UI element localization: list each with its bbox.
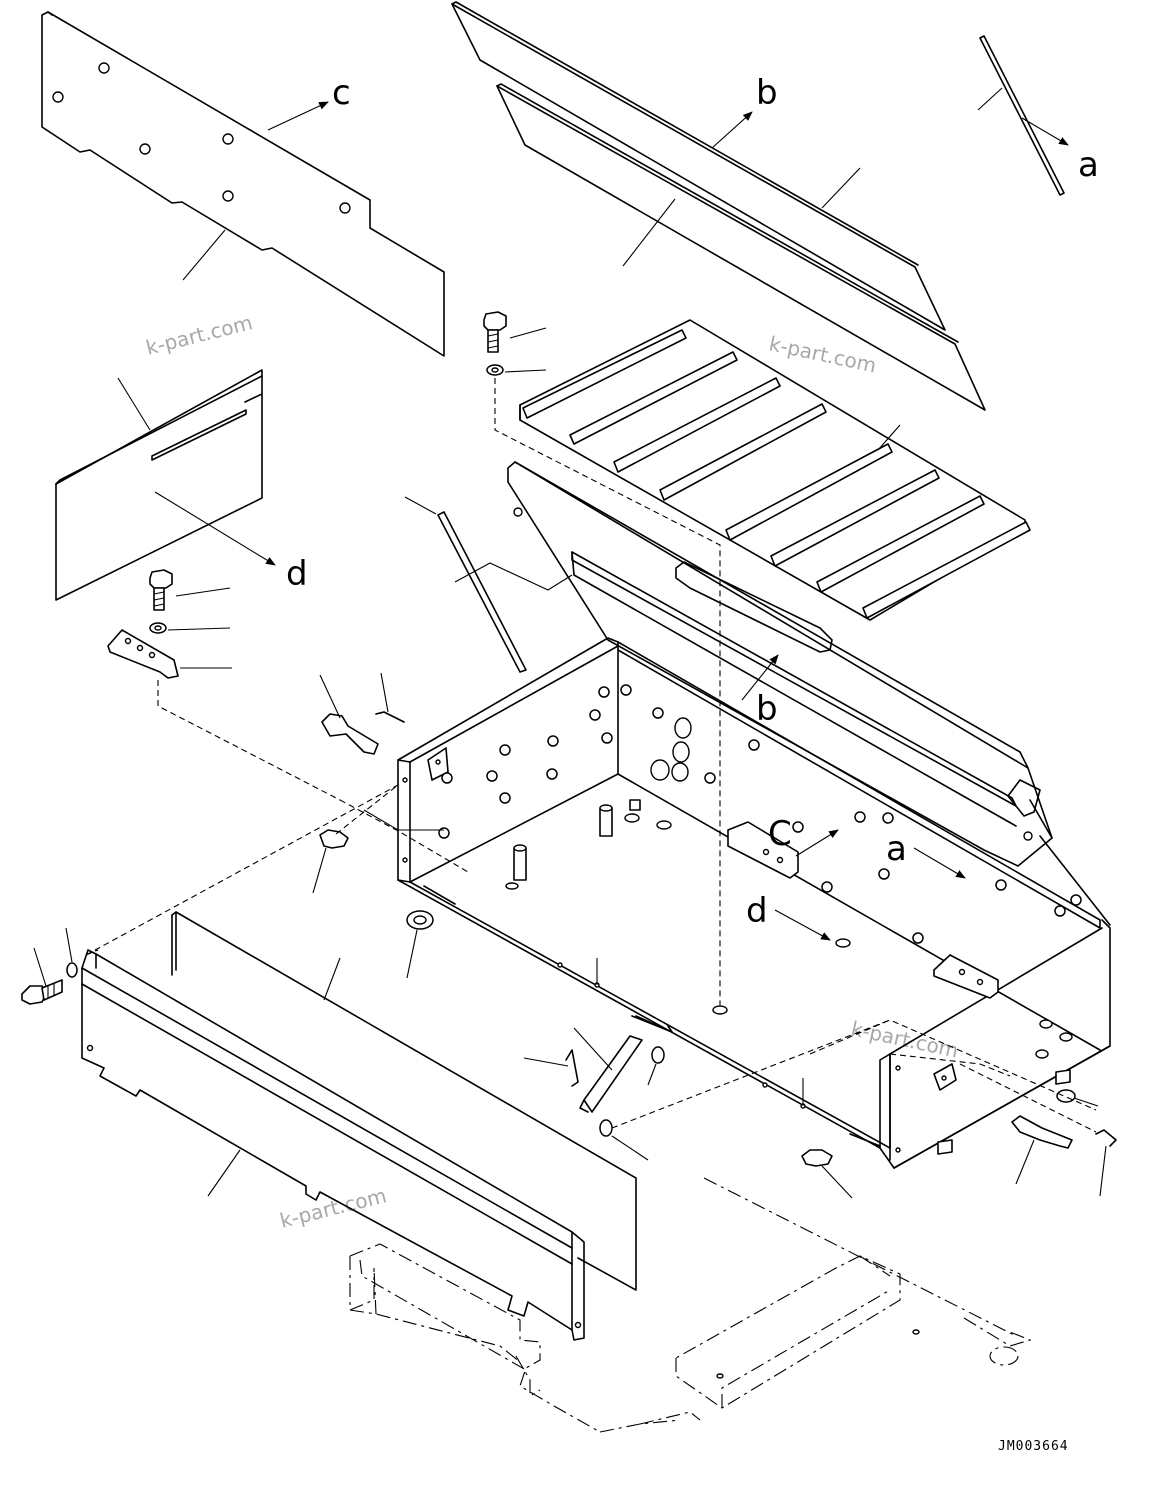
ribbed-cover [519, 319, 1031, 621]
drawing-code: JM003664 [998, 1439, 1069, 1454]
front-panel [81, 911, 637, 1341]
label-c-top: c [332, 73, 351, 113]
seal-strip-a [977, 35, 1069, 196]
grommet [406, 910, 434, 979]
label-b-inner: b [756, 689, 778, 729]
label-d-left: d [286, 554, 308, 594]
inner-arrows [774, 829, 966, 941]
box-fasteners [402, 684, 1099, 1155]
box-body [397, 637, 1111, 1169]
bolt-washer-upper [483, 311, 721, 1005]
label-d-inner: d [746, 891, 768, 931]
bolt-washer-lower-left [21, 927, 78, 1005]
label-b-top: b [756, 73, 778, 113]
label-a-top: a [1078, 145, 1099, 185]
panel-d [55, 369, 276, 601]
label-a-inner: a [886, 829, 907, 869]
support-rod [404, 496, 573, 673]
box-lid [507, 461, 1111, 926]
watermark-1: k-part.com [143, 310, 254, 360]
label-c-inner: C [768, 814, 792, 854]
mounting-frame [349, 1019, 1097, 1433]
watermark-4: k-part.com [277, 1183, 388, 1233]
hinge-bracket-left [107, 569, 341, 801]
left-side-hardware [85, 672, 469, 956]
panel-c [41, 11, 445, 357]
hinge-rod [523, 1015, 891, 1161]
right-side-hardware [801, 1063, 1117, 1199]
panel-b-plates [451, 1, 986, 411]
